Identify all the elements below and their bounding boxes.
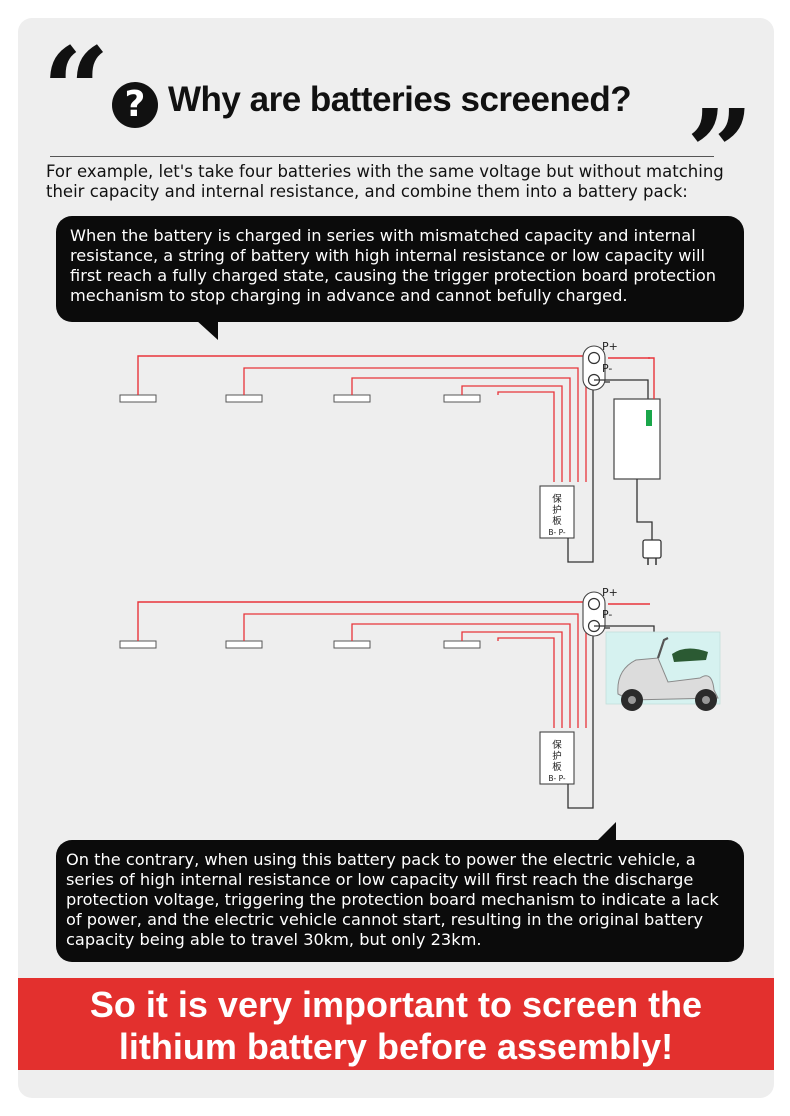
conclusion-line-1: So it is very important to screen the [89, 984, 703, 1025]
close-quote-mark: ” [686, 83, 754, 222]
charging-pack-protection-board [539, 485, 575, 539]
charging-pack-red-wire [243, 367, 579, 482]
charging-pack-battery-3-terminal [333, 394, 371, 403]
charging-note-tail [196, 320, 218, 340]
discharging-note-tail [596, 822, 616, 842]
charger-cable [636, 479, 653, 540]
discharging-pack-battery-3-terminal [333, 640, 371, 649]
charging-pack-red-wire [351, 377, 571, 482]
charging-pack-protection-board-char: 保 [552, 493, 562, 505]
charger-positive-wire [648, 357, 655, 399]
discharging-pack-terminal-negative-label: P- [602, 608, 612, 621]
scooter-icon [605, 631, 721, 711]
question-mark-icon: ? [112, 82, 158, 128]
open-quote-mark: “ [42, 21, 110, 160]
charging-pack-battery-1-terminal [119, 394, 157, 403]
scooter-rear-hub [702, 696, 710, 704]
charging-pack-red-wire [461, 385, 563, 482]
charging-note-bubble: When the battery is charged in series wi… [56, 216, 744, 322]
charging-pack-battery-4-terminal [443, 394, 481, 403]
discharging-pack-protection-board-char: 板 [552, 761, 562, 773]
discharging-pack-red-wire [243, 613, 579, 728]
discharging-pack-battery-1-terminal [119, 640, 157, 649]
intro-text: For example, let's take four batteries w… [46, 162, 724, 201]
charging-pack-battery-2-terminal [225, 394, 263, 403]
charging-pack-terminal-positive [587, 351, 601, 365]
charging-pack-protection-board-char: 护 [552, 504, 562, 516]
discharging-pack-battery-2-terminal [225, 640, 263, 649]
infographic-card: “ ? Why are batteries screened? ” For ex… [18, 18, 774, 1098]
charging-pack-terminal-positive-label: P+ [602, 340, 618, 353]
charging-pack-terminal-negative-label: P- [602, 362, 612, 375]
scooter-body [617, 657, 719, 701]
scooter-front-hub [628, 696, 636, 704]
charger-plug [642, 539, 662, 559]
charger-indicator-led [646, 410, 652, 426]
charger-wire [594, 379, 649, 399]
charging-pack-red-wire [497, 391, 555, 482]
discharging-pack-red-wire [497, 637, 555, 728]
charging-pack-protection-board-char: 板 [552, 515, 562, 527]
page-title: Why are batteries screened? [168, 80, 632, 119]
discharging-pack-red-wire [137, 601, 586, 641]
discharging-pack-protection-board [539, 731, 575, 785]
discharging-pack-red-wire [351, 623, 571, 728]
discharging-pack-terminal-positive-label: P+ [602, 586, 618, 599]
charger-body [613, 398, 661, 480]
discharging-pack-battery-4-terminal [443, 640, 481, 649]
conclusion-line-2: lithium battery before assembly! [118, 1026, 674, 1067]
charging-pack-red-wire [137, 355, 586, 395]
discharging-pack-protection-board-pins: B- P- [548, 774, 566, 783]
discharging-pack-terminal-positive [587, 597, 601, 611]
discharging-pack-protection-board-char: 保 [552, 739, 562, 751]
charging-pack-protection-board-pins: B- P- [548, 528, 566, 537]
discharging-pack-protection-board-char: 护 [552, 750, 562, 762]
intro-divider [50, 156, 714, 157]
discharging-pack-red-wire [461, 631, 563, 728]
scooter-seat [672, 648, 708, 662]
discharging-note-bubble: On the contrary, when using this battery… [56, 840, 744, 962]
conclusion-banner: So it is very important to screen the li… [18, 978, 774, 1070]
scooter-handlebar [656, 637, 669, 659]
